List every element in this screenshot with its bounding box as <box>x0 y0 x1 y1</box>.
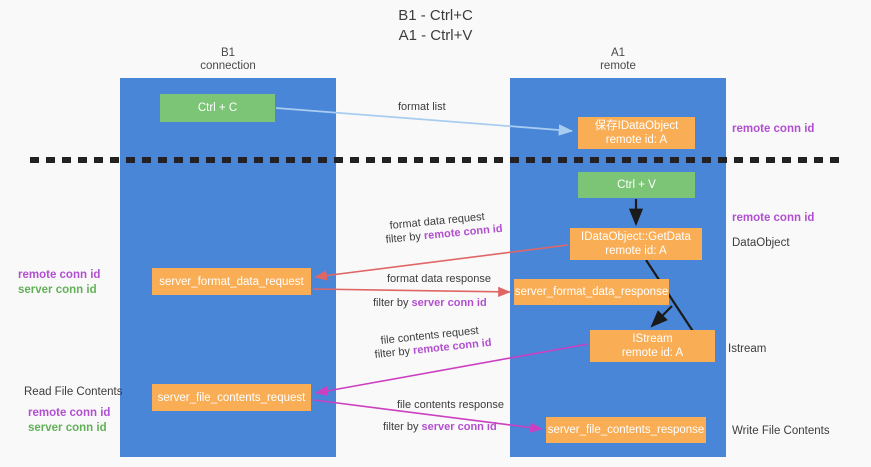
node-server-format-data-request[interactable]: server_format_data_request <box>152 268 311 295</box>
page-title: B1 - Ctrl+C A1 - Ctrl+V <box>398 7 473 44</box>
annotation-left-low-remote: remote conn id <box>28 407 111 419</box>
edge-label-format-list: format list <box>398 101 446 113</box>
node-idataobject-getdata[interactable]: IDataObject::GetData remote id: A <box>570 228 702 260</box>
column-header-a1: A1 remote <box>600 47 636 72</box>
filter-key-4: server conn id <box>421 421 497 433</box>
node-server-file-contents-request[interactable]: server_file_contents_request <box>152 384 311 411</box>
annotation-remote-conn-id-top: remote conn id <box>732 123 815 135</box>
filter-prefix-3: filter by <box>374 344 414 361</box>
node-ctrl-v[interactable]: Ctrl + V <box>578 172 695 198</box>
annotation-read-file-contents: Read File Contents <box>24 386 123 398</box>
node-server-format-data-response[interactable]: server_format_data_response <box>514 279 669 305</box>
annotation-remote-conn-id-mid: remote conn id <box>732 212 815 224</box>
annotation-left-mid-server: server conn id <box>18 284 97 296</box>
annotation-left-low-server: server conn id <box>28 422 107 434</box>
annotation-write-file-contents: Write File Contents <box>732 425 830 437</box>
edge-label-file-contents-response-filter: filter by server conn id <box>383 420 497 435</box>
annotation-left-low-group: Read File Contents remote conn id server… <box>24 385 138 436</box>
annotation-dataobject: DataObject <box>732 237 790 249</box>
annotation-left-mid-group: remote conn id server conn id <box>18 268 118 298</box>
filter-prefix-1: filter by <box>385 230 425 246</box>
edge-format-data-response <box>312 286 511 297</box>
annotation-istream: Istream <box>728 343 767 355</box>
node-ctrl-c[interactable]: Ctrl + C <box>160 94 275 122</box>
filter-prefix-2: filter by <box>373 297 412 309</box>
column-header-b1: B1 connection <box>200 47 256 72</box>
node-save-idataobject[interactable]: 保存IDataObject remote id: A <box>578 117 695 149</box>
node-server-file-contents-response[interactable]: server_file_contents_response <box>546 417 706 443</box>
phase-divider <box>30 157 845 163</box>
filter-prefix-4: filter by <box>383 421 422 433</box>
annotation-left-mid-remote: remote conn id <box>18 269 101 281</box>
filter-key-2: server conn id <box>411 297 487 309</box>
edge-label-format-data-response: format data response <box>387 273 491 285</box>
edge-label-format-data-response-filter: filter by server conn id <box>373 296 487 311</box>
node-istream[interactable]: IStream remote id: A <box>590 330 715 362</box>
edge-label-file-contents-response: file contents response <box>397 399 505 411</box>
